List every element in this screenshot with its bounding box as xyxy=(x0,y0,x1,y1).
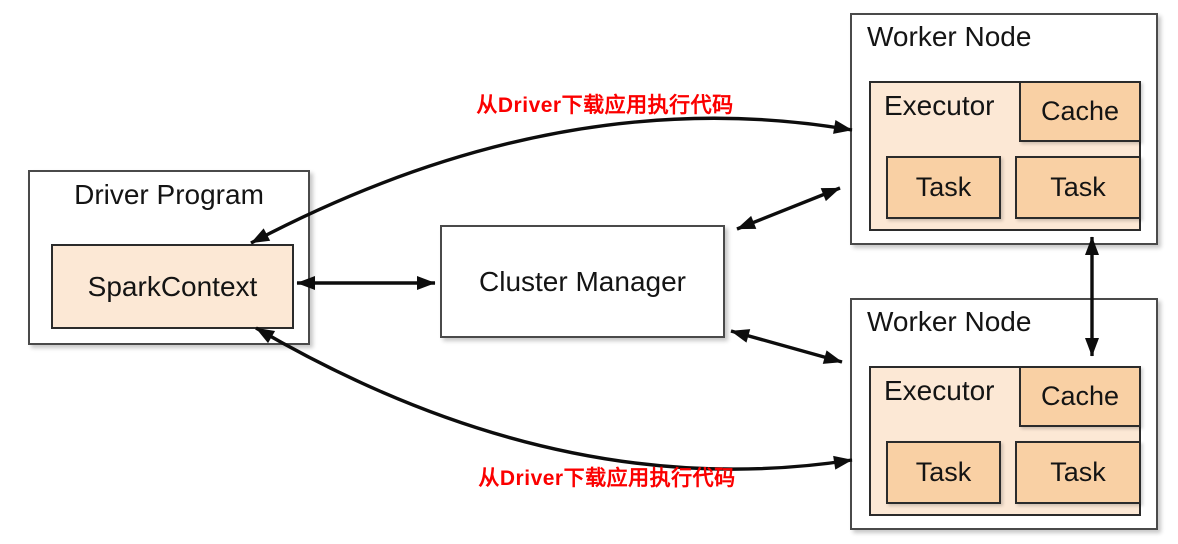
annotation-download-code-top: 从Driver下载应用执行代码 xyxy=(476,94,734,117)
executor-bottom: Executor Cache Task Task xyxy=(869,366,1141,516)
worker-node-top-title: Worker Node xyxy=(867,21,1032,52)
task-bottom-1: Task xyxy=(886,441,1001,504)
executor-top: Executor Cache Task Task xyxy=(869,81,1141,231)
cache-top: Cache xyxy=(1019,81,1141,142)
arrow-sparkcontext-worker-bottom xyxy=(255,326,853,471)
worker-node-bottom-title: Worker Node xyxy=(867,306,1032,337)
task-bottom-2: Task xyxy=(1015,441,1141,504)
task-top-2: Task xyxy=(1015,156,1141,219)
cluster-manager-node: Cluster Manager xyxy=(440,225,725,338)
arrow-clustermanager-worker-bottom xyxy=(730,329,843,364)
worker-node-top: Worker Node Executor Cache Task Task xyxy=(850,13,1158,245)
annotation-download-code-bottom: 从Driver下载应用执行代码 xyxy=(478,467,736,490)
executor-top-label: Executor xyxy=(884,90,995,121)
cache-bottom: Cache xyxy=(1019,366,1141,427)
executor-bottom-label: Executor xyxy=(884,375,995,406)
worker-node-bottom: Worker Node Executor Cache Task Task xyxy=(850,298,1158,530)
task-top-1: Task xyxy=(886,156,1001,219)
sparkcontext-node: SparkContext xyxy=(51,244,294,329)
arrow-clustermanager-worker-top xyxy=(736,186,841,231)
driver-program-title: Driver Program xyxy=(74,179,264,210)
driver-program-node: Driver Program SparkContext xyxy=(28,170,310,345)
